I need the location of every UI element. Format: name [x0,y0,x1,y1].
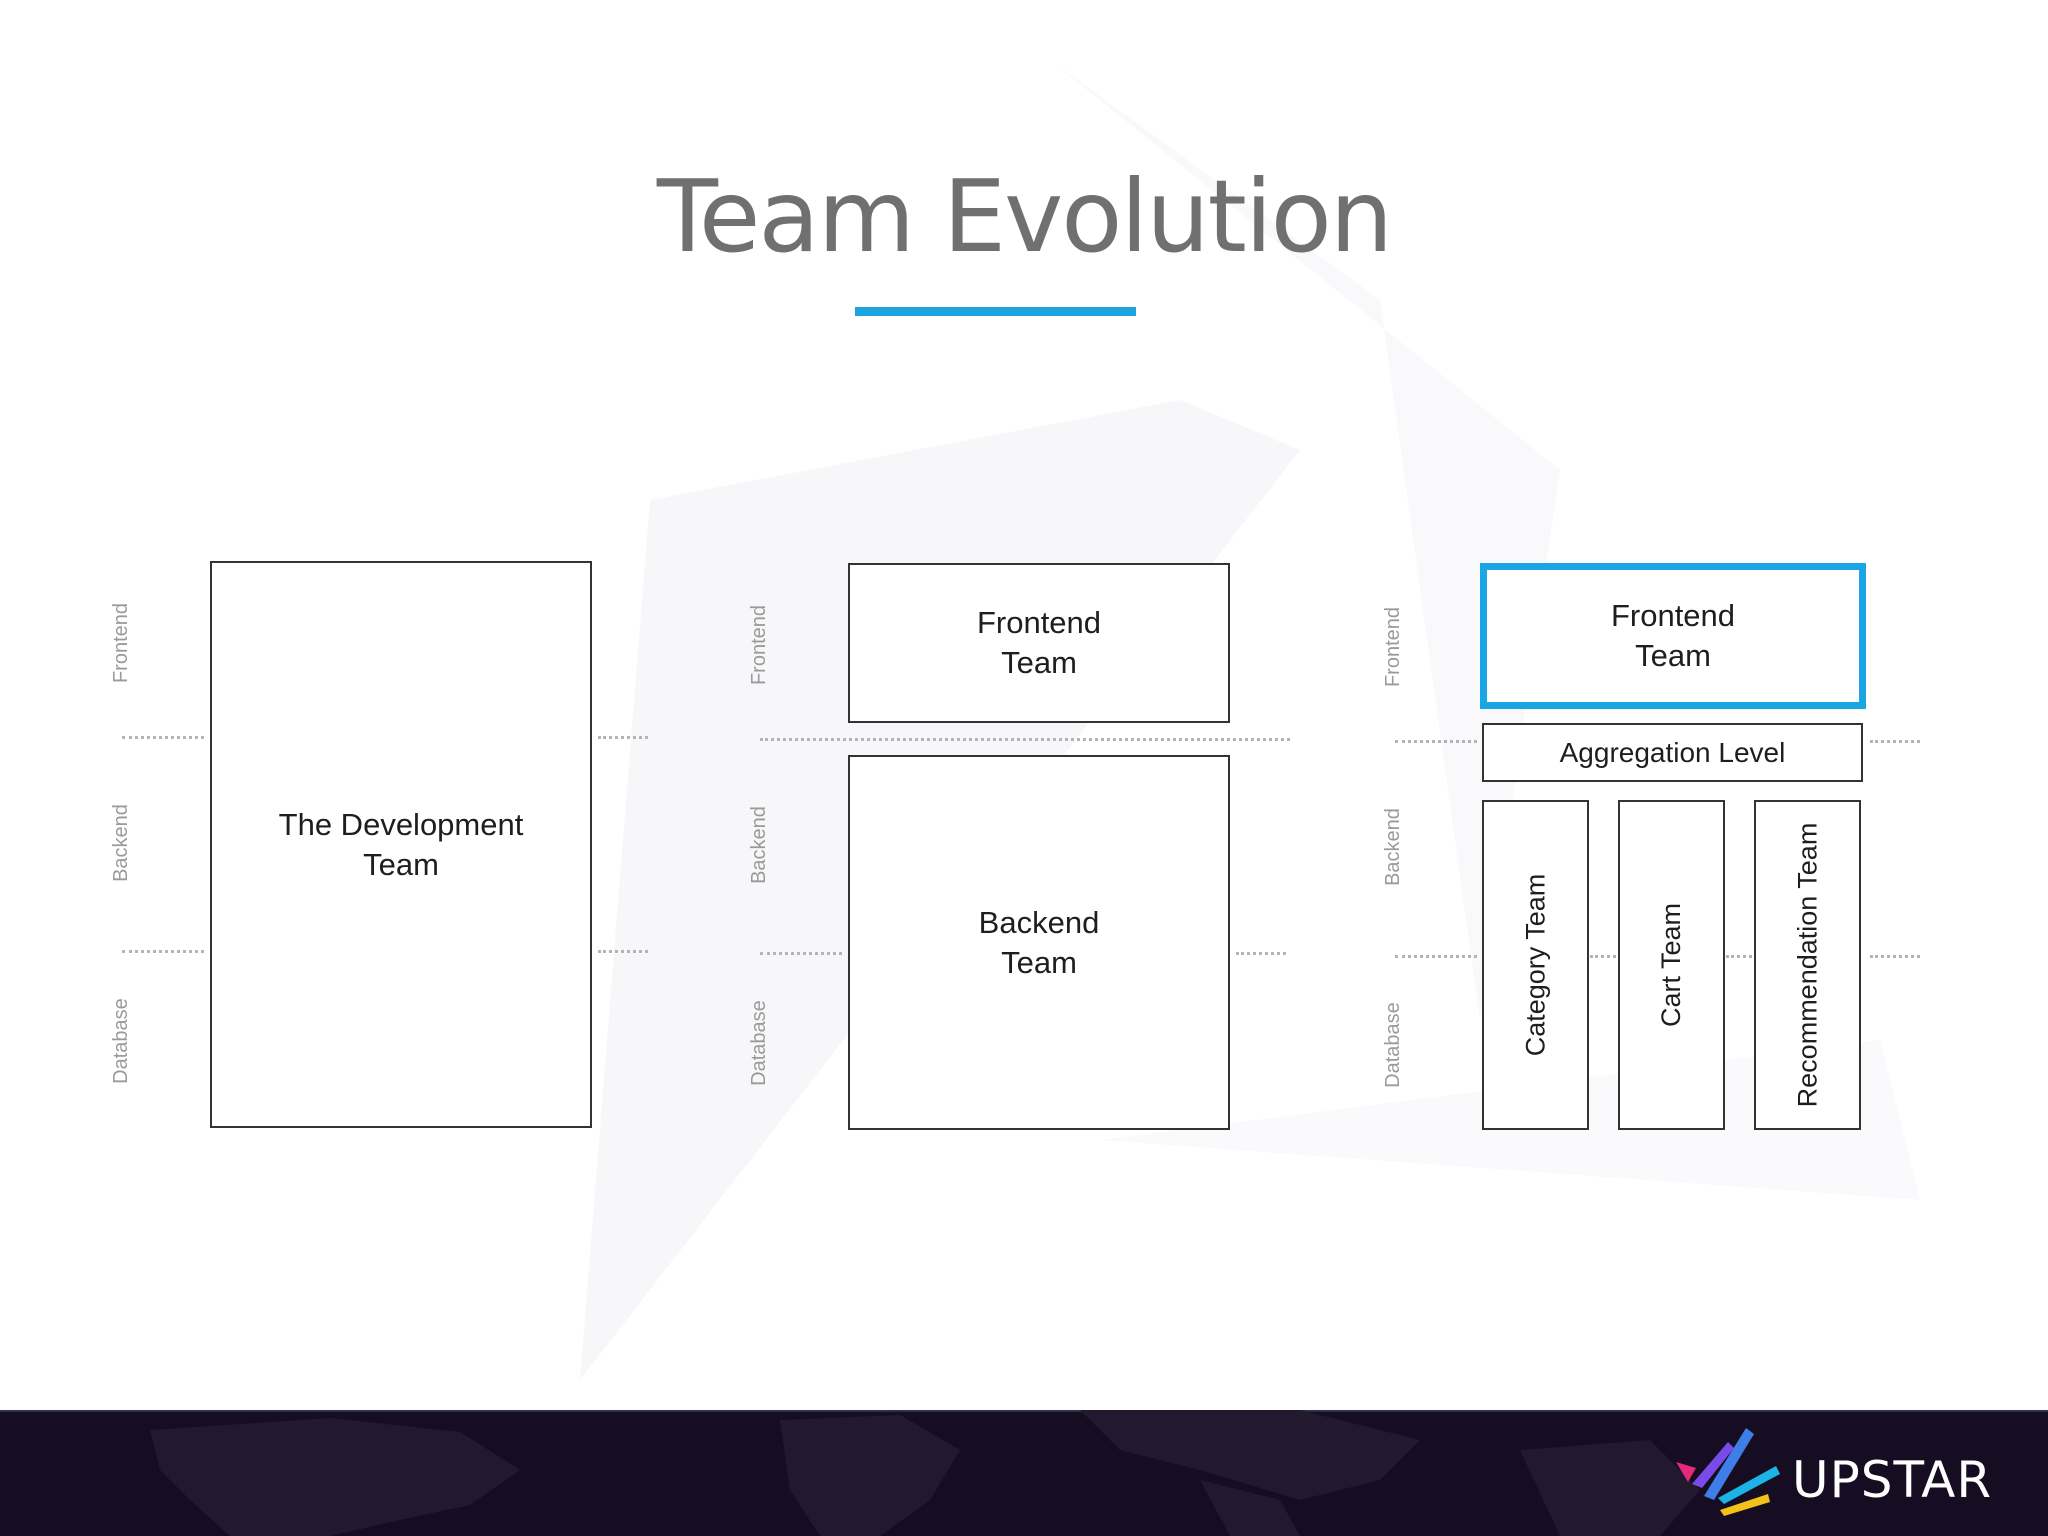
layer-label-database: Database [748,1000,770,1086]
category-team-label: Category Team [1520,873,1551,1057]
layer-divider [1870,740,1920,743]
layer-label-frontend: Frontend [110,602,132,684]
layer-divider [122,950,204,953]
layer-divider [1395,740,1477,743]
aggregation-level-box: Aggregation Level [1482,723,1863,782]
layer-label-database: Database [110,998,132,1084]
layer-divider [1590,955,1616,958]
upstar-logo-text: UPSTAR [1792,1451,1993,1509]
layer-divider [1726,955,1752,958]
title-underline [855,307,1136,316]
layer-divider [598,736,648,739]
development-team-label: The Development Team [278,806,524,882]
frontend-team-label: Frontend Team [1610,598,1736,673]
layer-divider [760,952,842,955]
world-map-decoration [150,1410,1700,1536]
layer-label-database: Database [1382,1002,1404,1088]
layer-label-frontend: Frontend [748,604,770,686]
layer-divider [122,736,204,739]
layer-divider [1395,955,1477,958]
layer-label-backend: Backend [748,806,770,884]
layer-divider [598,950,648,953]
recommendation-team-label: Recommendation Team [1792,822,1823,1108]
layer-divider [760,738,1290,741]
slide-title: Team Evolution [656,158,1393,275]
layer-divider [1870,955,1920,958]
development-team-box: The Development Team [210,561,592,1128]
layer-label-backend: Backend [1382,808,1404,886]
layer-label-frontend: Frontend [1382,606,1404,688]
footer-top-line [0,1410,2048,1412]
cart-team-label: Cart Team [1656,902,1687,1028]
layer-divider [1236,952,1286,955]
backend-team-label: Backend Team [978,904,1100,980]
recommendation-team-box: Recommendation Team [1754,800,1861,1130]
cart-team-box: Cart Team [1618,800,1725,1130]
frontend-team-box: Frontend Team [848,563,1230,723]
upstar-logo-icon [1676,1428,1780,1516]
frontend-team-label: Frontend Team [976,605,1102,680]
backend-team-box: Backend Team [848,755,1230,1130]
aggregation-level-label: Aggregation Level [1559,736,1786,768]
frontend-team-highlighted-box: Frontend Team [1480,563,1866,709]
layer-label-backend: Backend [110,804,132,882]
category-team-box: Category Team [1482,800,1589,1130]
